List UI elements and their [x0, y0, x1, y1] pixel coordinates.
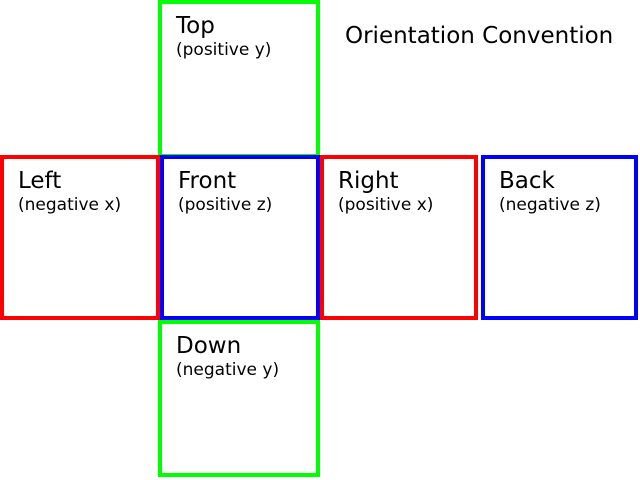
cube-face-back-label: Back [499, 168, 555, 194]
diagram-title: Orientation Convention [345, 23, 614, 49]
cube-face-left: Left (negative x) [0, 155, 160, 320]
cube-face-left-label: Left [18, 168, 62, 194]
cube-face-down: Down (negative y) [158, 320, 320, 477]
cube-face-right-label: Right [338, 168, 399, 194]
cube-face-top-label: Top [176, 13, 215, 39]
cube-face-right: Right (positive x) [320, 155, 478, 320]
cube-face-right-axis: (positive x) [338, 195, 434, 215]
cube-face-down-label: Down [176, 333, 242, 359]
cube-face-back: Back (negative z) [481, 155, 638, 320]
cube-face-front-label: Front [178, 168, 237, 194]
cube-face-front: Front (positive z) [160, 155, 320, 320]
cube-face-front-axis: (positive z) [178, 195, 273, 215]
cube-face-back-axis: (negative z) [499, 195, 601, 215]
cube-face-top-axis: (positive y) [176, 40, 272, 60]
cube-face-left-axis: (negative x) [18, 195, 122, 215]
cube-face-down-axis: (negative y) [176, 360, 280, 380]
cube-face-top: Top (positive y) [158, 0, 320, 158]
